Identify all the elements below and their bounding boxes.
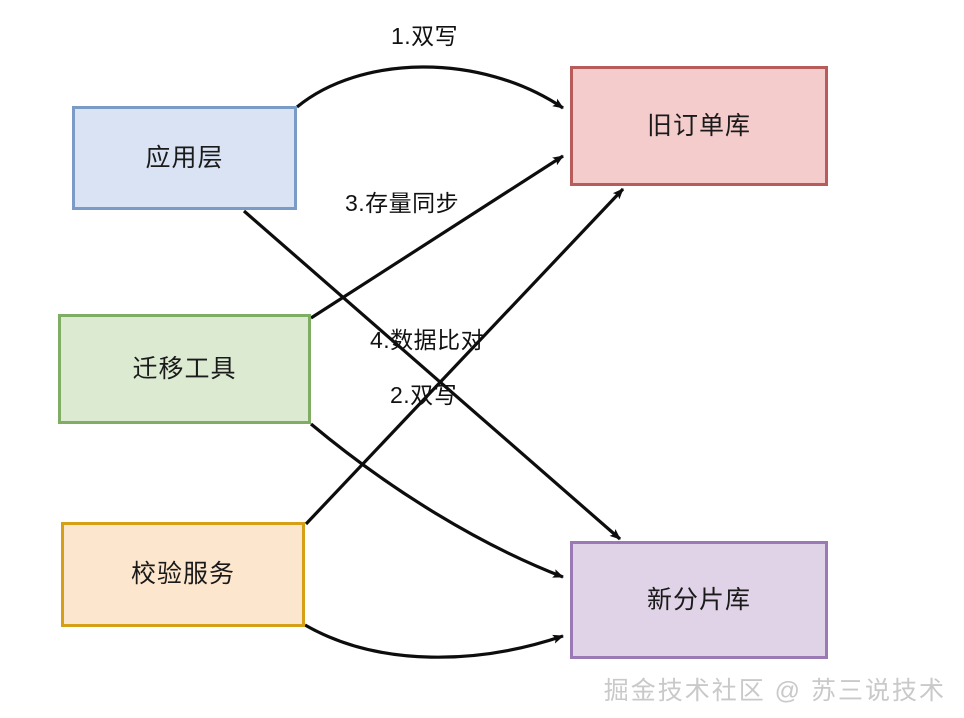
edge-label-1: 1.双写 (391, 23, 459, 49)
node-validation-service[interactable]: 校验服务 (61, 522, 305, 627)
node-validation-service-label: 校验服务 (130, 560, 235, 588)
node-new-shard-db-label: 新分片库 (646, 585, 751, 614)
edge-edge-4 (304, 187, 625, 526)
edge-edge-3 (310, 154, 564, 320)
edge-edge-2 (242, 209, 622, 541)
node-migration-tool-label: 迁移工具 (132, 354, 237, 383)
node-old-order-db-label: 旧订单库 (646, 111, 751, 140)
watermark: 掘金技术社区 @ 苏三说技术 (603, 677, 946, 705)
node-old-order-db[interactable]: 旧订单库 (570, 66, 828, 186)
edge-label-4: 4.数据比对 (370, 327, 485, 353)
node-new-shard-db[interactable]: 新分片库 (570, 541, 828, 659)
edge-edge-6 (304, 623, 564, 659)
node-app-layer[interactable]: 应用层 (72, 106, 297, 210)
edge-paths (242, 65, 625, 659)
edge-label-3: 3.存量同步 (345, 190, 460, 216)
node-app-layer-label: 应用层 (145, 143, 224, 172)
edge-edge-5 (309, 422, 564, 579)
edge-label-2: 2.双写 (390, 382, 458, 408)
node-migration-tool[interactable]: 迁移工具 (58, 314, 311, 424)
edge-edge-1 (295, 65, 564, 110)
